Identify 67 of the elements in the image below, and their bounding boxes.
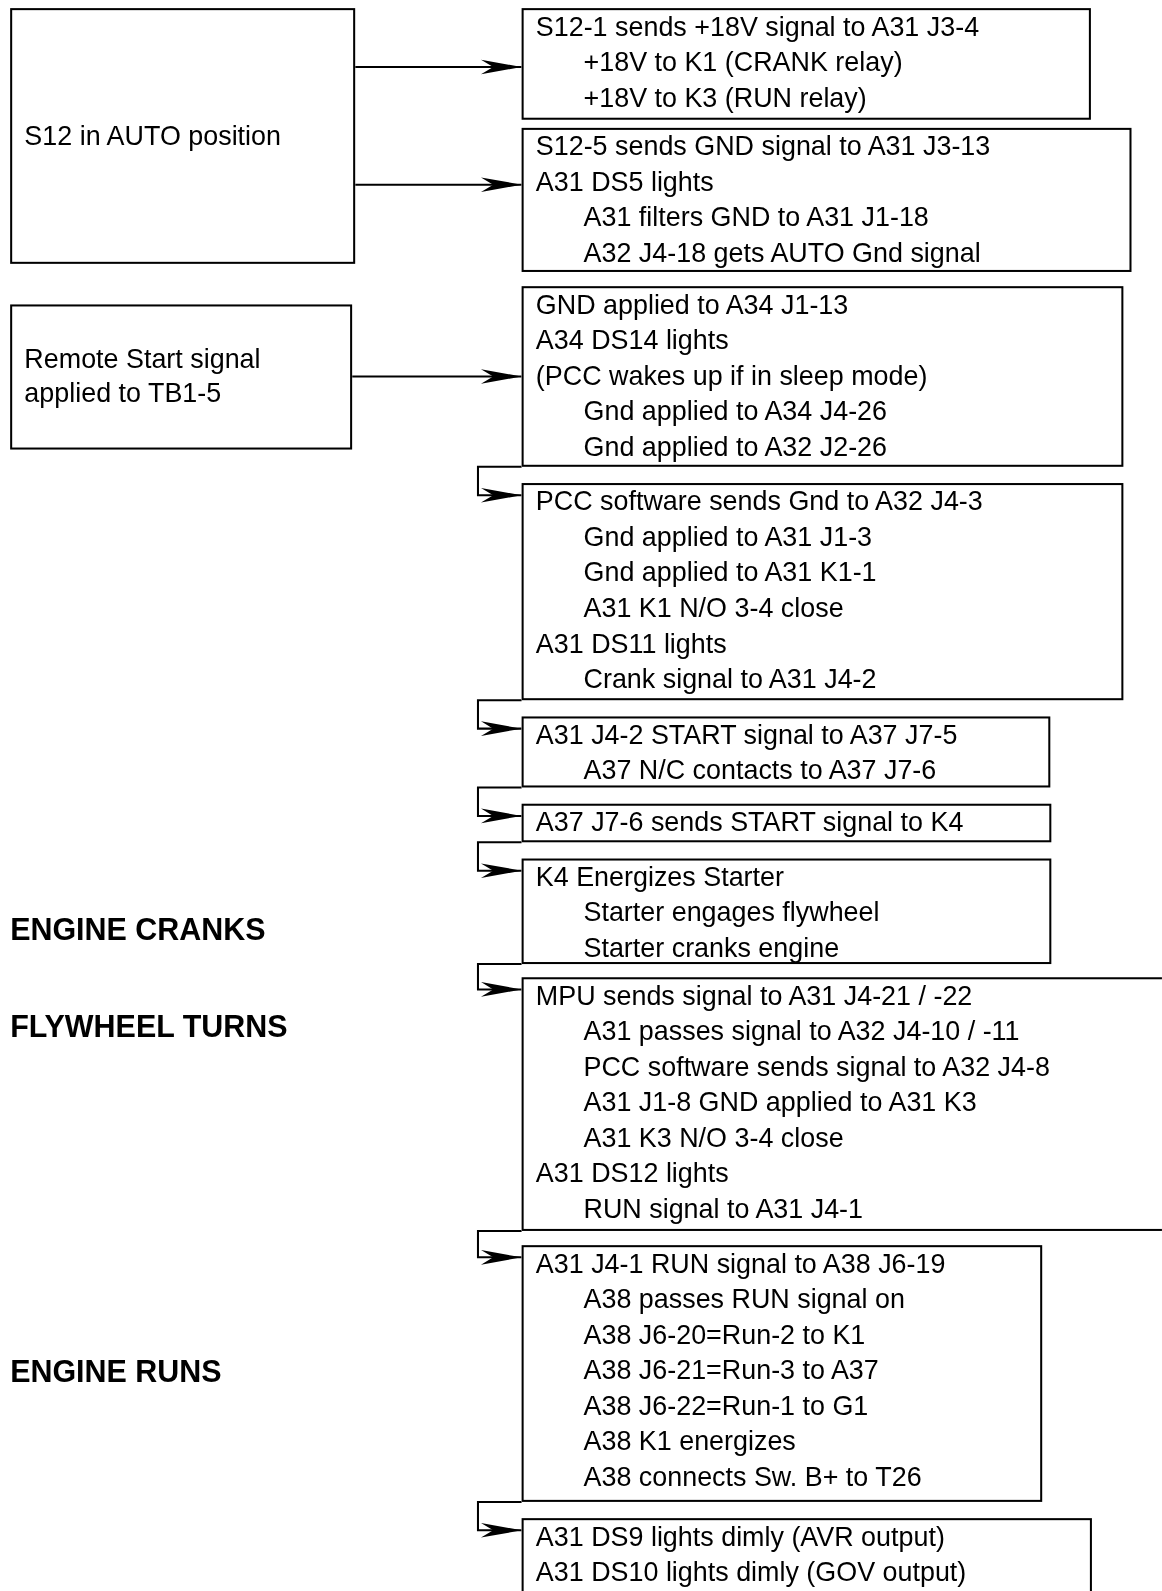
step-text: S12-5 sends GND signal to A31 J3-13	[535, 130, 991, 162]
stage-label: ENGINE RUNS	[10, 1354, 222, 1390]
stage-label: FLYWHEEL TURNS	[10, 1009, 288, 1045]
step-text: Gnd applied to A32 J2-26	[583, 431, 888, 462]
step-text: A31 DS5 lights	[535, 166, 714, 197]
step-text: S12 in AUTO position	[24, 119, 282, 154]
step-text: Starter cranks engine	[583, 932, 840, 964]
process-box	[521, 8, 1091, 120]
step-text: A38 J6-21=Run-3 to A37	[583, 1354, 879, 1386]
step-text: A37 N/C contacts to A37 J7-6	[583, 755, 937, 786]
step-text: +18V to K1 (CRANK relay)	[583, 46, 903, 78]
arrow	[355, 59, 522, 75]
step-text: A31 K3 N/O 3-4 close	[583, 1122, 844, 1153]
arrow	[476, 786, 522, 824]
step-text: Starter engages flywheel	[583, 897, 880, 928]
process-box	[521, 716, 1051, 788]
step-text: A31 J1-8 GND applied to A31 K3	[583, 1086, 977, 1118]
arrow	[476, 465, 522, 503]
arrow	[476, 1229, 522, 1265]
process-box	[521, 1245, 1043, 1502]
process-box	[521, 286, 1124, 467]
step-text: A31 K1 N/O 3-4 close	[583, 592, 844, 624]
process-box	[521, 127, 1132, 272]
step-text: Crank signal to A31 J4-2	[583, 663, 877, 695]
process-box	[521, 803, 1052, 843]
step-text: S12-1 sends +18V signal to A31 J3-4	[535, 11, 980, 42]
step-text: PCC software sends signal to A32 J4-8	[583, 1051, 1050, 1082]
step-text: A31 DS10 lights dimly (GOV output)	[535, 1556, 967, 1588]
step-text: A31 DS11 lights	[535, 628, 727, 659]
step-text: (PCC wakes up if in sleep mode)	[535, 360, 928, 391]
process-box	[10, 8, 356, 264]
process-box	[521, 977, 1162, 1231]
step-text: A31 J4-2 START signal to A37 J7-5	[535, 719, 958, 750]
step-text: A31 passes signal to A32 J4-10 / -11	[583, 1015, 1020, 1047]
arrow	[476, 963, 522, 997]
step-text: A31 J4-1 RUN signal to A38 J6-19	[535, 1248, 946, 1279]
step-text: A31 DS9 lights dimly (AVR output)	[535, 1521, 945, 1552]
arrow	[476, 1500, 522, 1538]
step-text: A38 passes RUN signal on	[583, 1283, 905, 1315]
step-text: A32 J4-18 gets AUTO Gnd signal	[583, 237, 981, 268]
arrow	[476, 699, 522, 736]
arrow	[355, 177, 522, 192]
step-text: RUN signal to A31 J4-1	[583, 1193, 864, 1224]
step-text: A38 J6-20=Run-2 to K1	[583, 1319, 866, 1350]
process-box	[10, 304, 353, 450]
process-box	[521, 483, 1124, 701]
step-text: A31 DS12 lights	[535, 1157, 729, 1189]
step-text: A38 K1 energizes	[583, 1425, 796, 1457]
step-text: GND applied to A34 J1-13	[535, 289, 849, 320]
step-text: MPU sends signal to A31 J4-21 / -22	[535, 980, 973, 1011]
step-text: A34 DS14 lights	[535, 324, 729, 356]
step-text: A38 J6-22=Run-1 to G1	[583, 1390, 869, 1421]
step-text: A37 J7-6 sends START signal to K4	[535, 806, 964, 838]
process-box	[521, 1518, 1092, 1591]
step-text: Remote Start signal applied to TB1-5	[24, 342, 262, 410]
process-box	[521, 858, 1052, 965]
arrow	[476, 841, 522, 878]
step-text: K4 Energizes Starter	[535, 861, 784, 892]
step-text: Gnd applied to A31 J1-3	[583, 521, 873, 553]
arrow	[352, 369, 522, 384]
step-text: A31 filters GND to A31 J1-18	[583, 201, 929, 233]
step-text: +18V to K3 (RUN relay)	[583, 82, 867, 113]
step-text: A38 connects Sw. B+ to T26	[583, 1461, 922, 1492]
step-text: Gnd applied to A34 J4-26	[583, 395, 888, 427]
stage-label: ENGINE CRANKS	[10, 912, 266, 947]
step-text: PCC software sends Gnd to A32 J4-3	[535, 486, 983, 517]
step-text: Gnd applied to A31 K1-1	[583, 557, 877, 588]
